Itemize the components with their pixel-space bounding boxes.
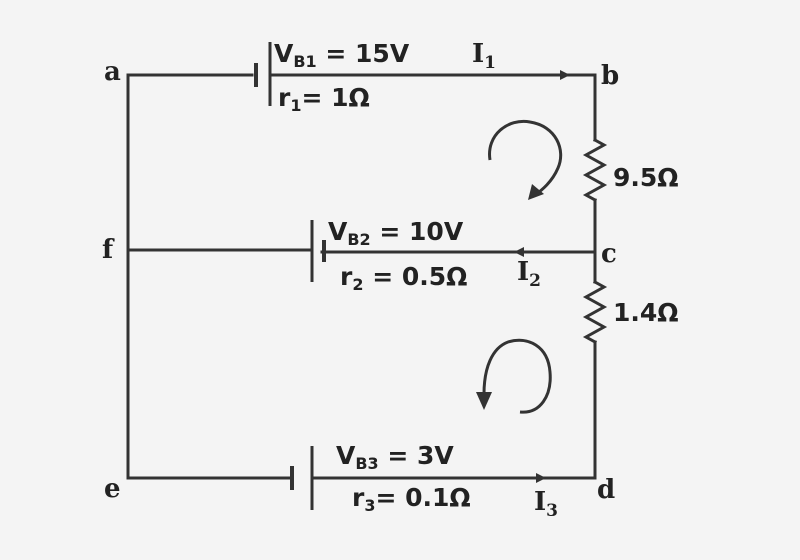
node-label-c: c [601, 239, 617, 269]
battery-b3-voltage-label: VB3 = 3V [336, 441, 454, 473]
resistor-label-1-4-ohm: 1.4Ω [613, 298, 679, 327]
resistor-1-4-ohm [582, 279, 608, 345]
current-label-i2: I2 [517, 257, 541, 291]
node-label-d: d [597, 475, 615, 505]
node-label-b: b [601, 61, 619, 91]
loop-arrow-upper [488, 119, 563, 198]
loop-arrow-upper-head [528, 184, 544, 200]
resistor-label-9-5-ohm: 9.5Ω [613, 163, 679, 192]
battery-b3-resistance-label: r3= 0.1Ω [352, 483, 471, 515]
battery-b1-resistance-label: r1= 1Ω [278, 83, 370, 115]
loop-arrow-lower [482, 338, 552, 414]
node-label-f: f [102, 235, 115, 265]
node-label-e: e [104, 474, 121, 504]
resistor-9-5-ohm [582, 137, 608, 203]
battery-b1-voltage-label: VB1 = 15V [274, 39, 410, 71]
current-label-i1: I1 [472, 39, 496, 73]
current-label-i3: I3 [534, 487, 558, 521]
battery-b2-resistance-label: r2 = 0.5Ω [340, 262, 467, 294]
node-label-a: a [104, 57, 121, 87]
loop-arrow-lower-head [476, 392, 492, 410]
battery-b2-voltage-label: VB2 = 10V [328, 217, 464, 249]
